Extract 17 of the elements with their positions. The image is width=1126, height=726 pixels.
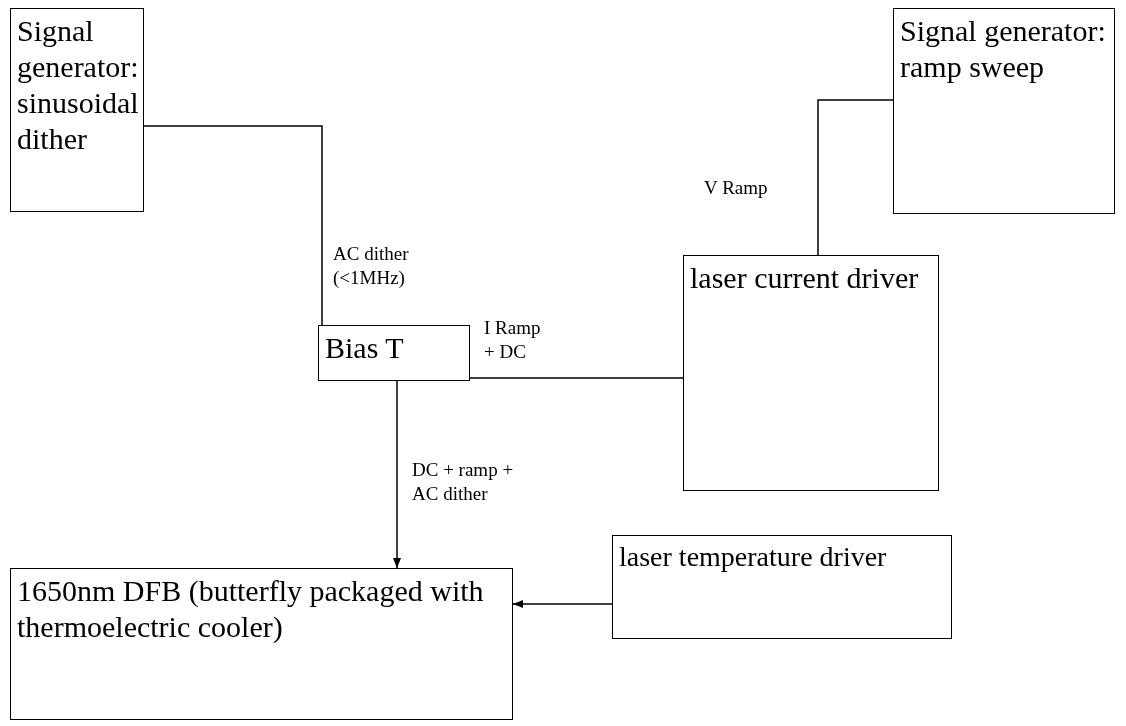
connector-line [143, 125, 323, 326]
block-label: 1650nm DFB (butterfly packaged with thermoelectric cooler) [17, 573, 485, 645]
block-label: laser temperature driver [619, 540, 888, 574]
block-box [893, 8, 1115, 214]
block-label: Signal generator: sinusoidal dither [17, 13, 137, 157]
arrow [512, 600, 613, 608]
block-box [318, 325, 470, 381]
block-box [612, 535, 952, 639]
connector-line [817, 99, 894, 256]
connector-line [469, 377, 684, 379]
block-label: laser current driver [690, 260, 920, 296]
block-label: Bias T [325, 330, 405, 366]
block-label: Signal generator: ramp sweep [900, 13, 1107, 85]
block-box [10, 568, 513, 720]
block-box [683, 255, 939, 491]
block-box [10, 8, 144, 212]
arrow [393, 380, 401, 569]
